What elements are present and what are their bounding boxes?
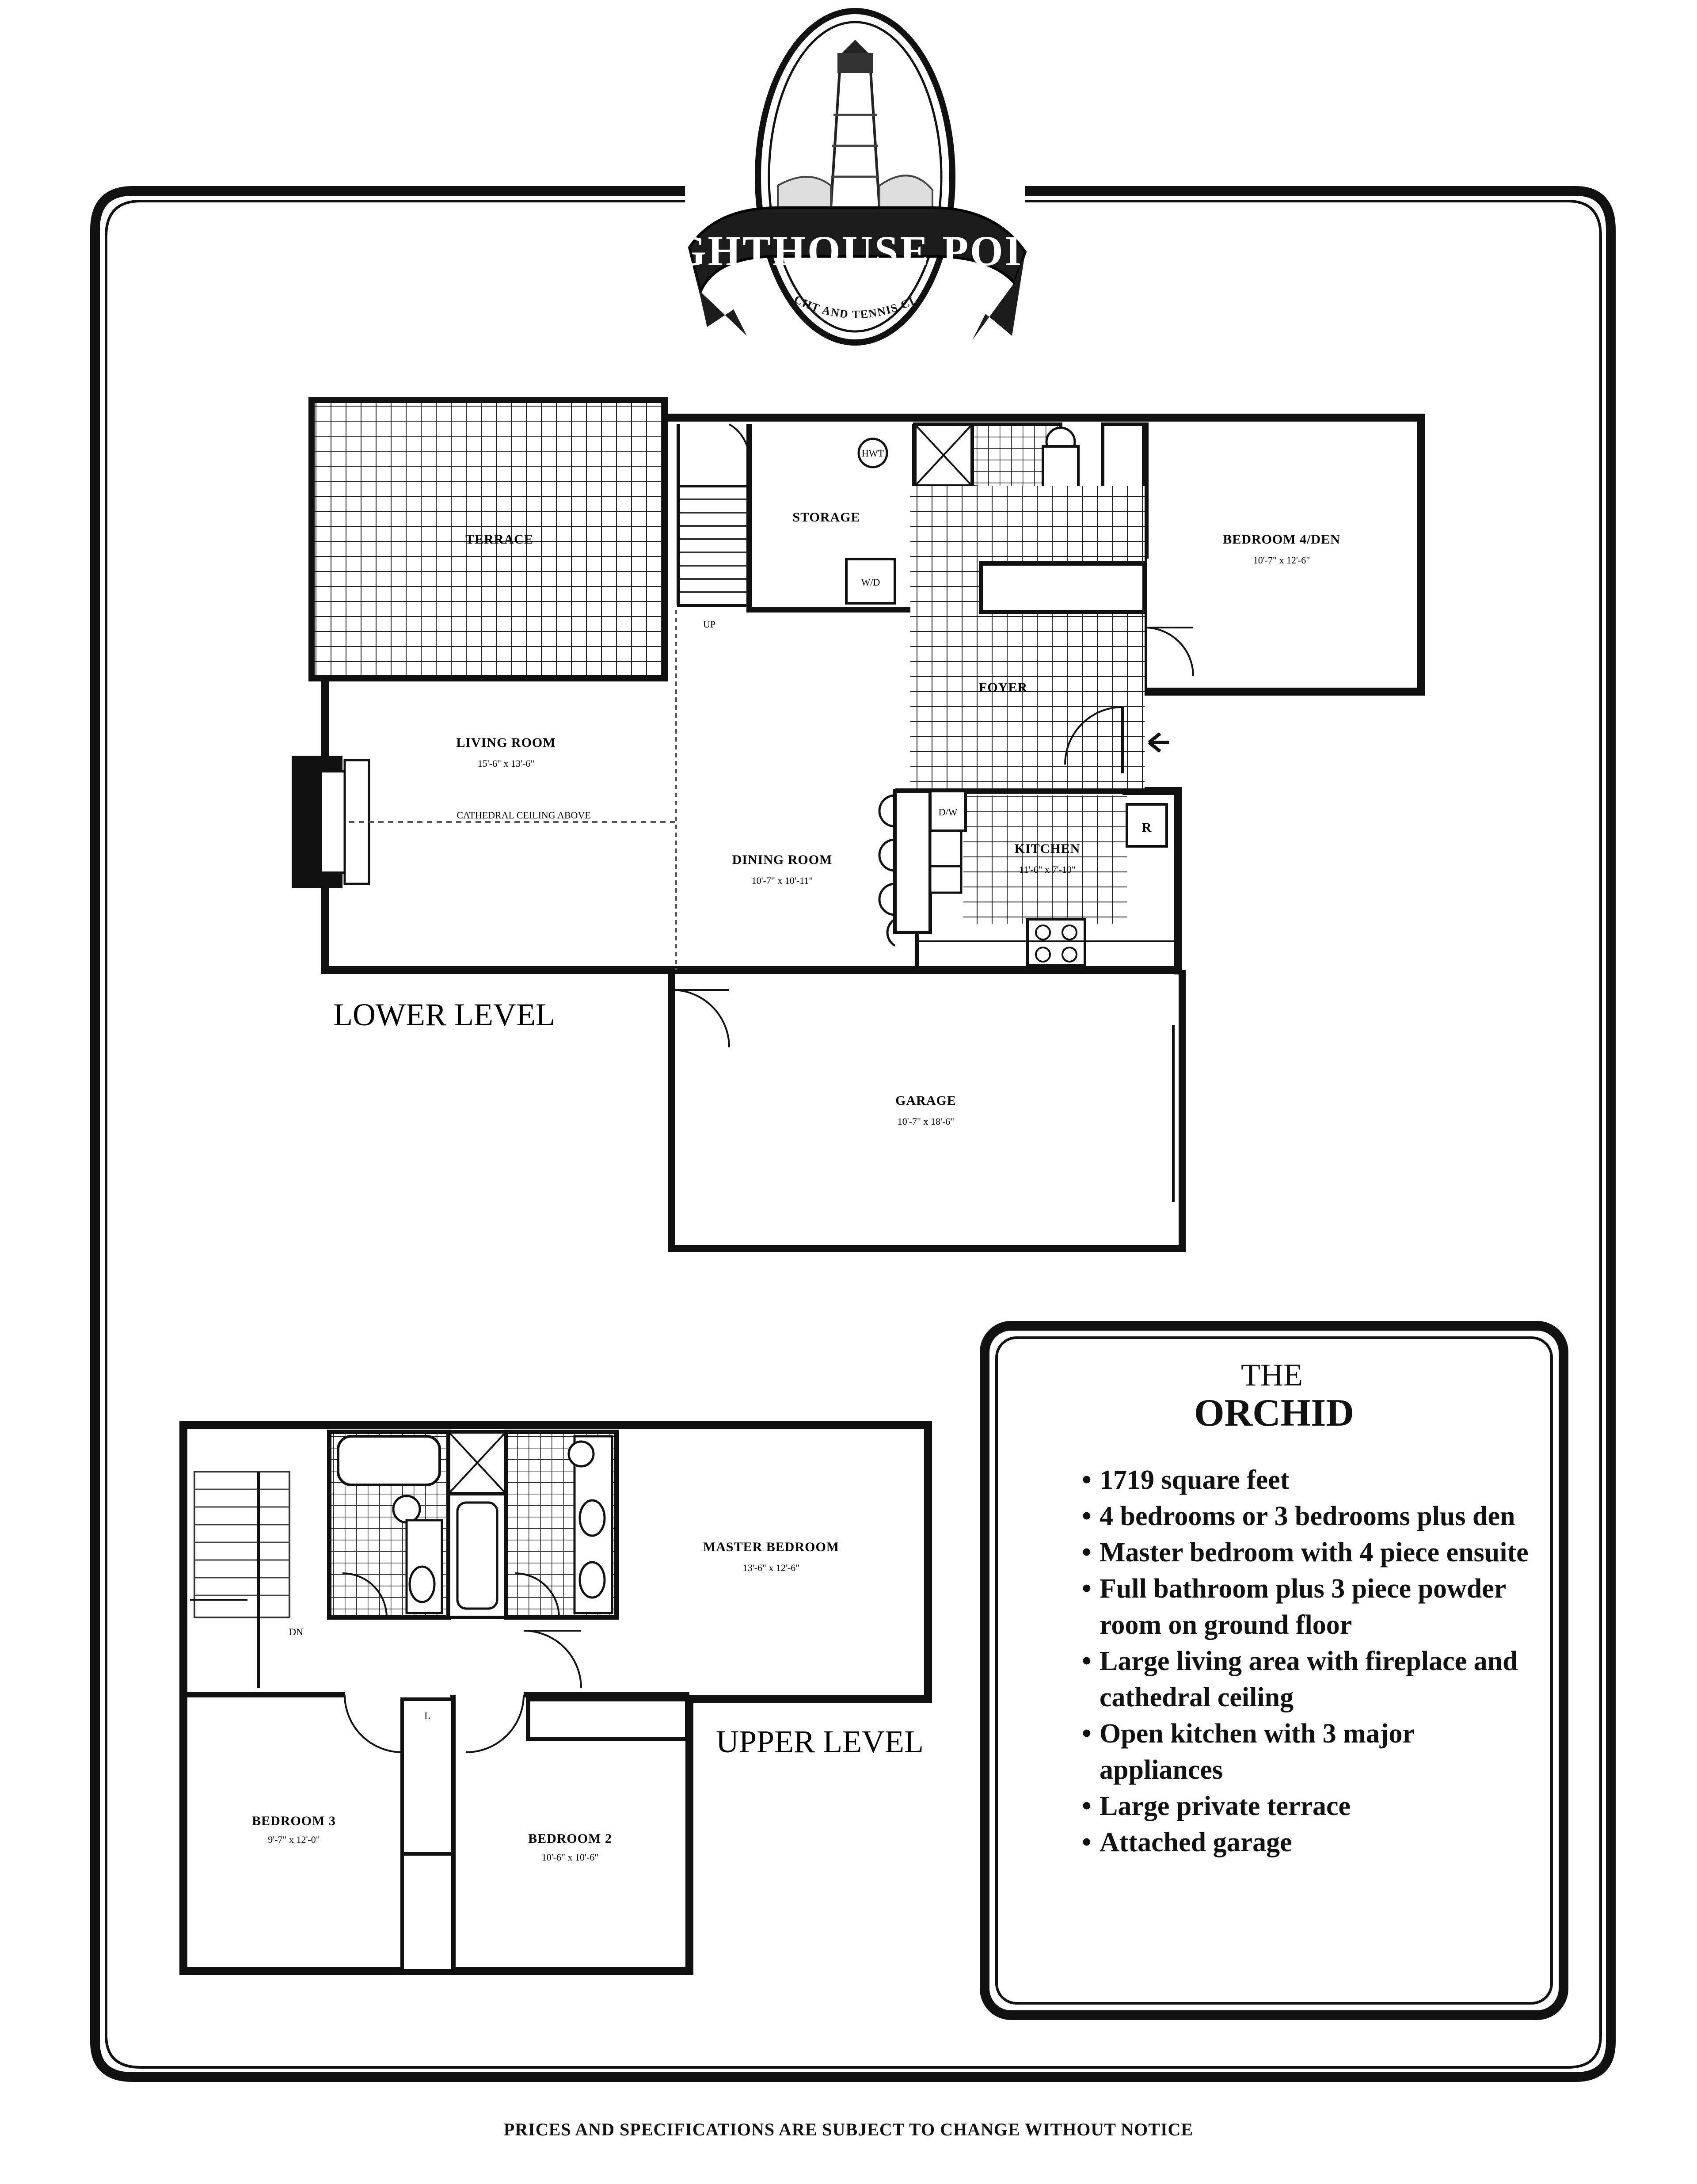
upper-level-plan: DN MASTER BEDROOM 13'-6" x 12'-6" L BEDR…: [179, 1421, 932, 1975]
refrigerator: [1126, 803, 1168, 848]
bedroom2-label: BEDROOM 2: [528, 1831, 612, 1846]
stove: [1026, 918, 1086, 967]
master-bedroom-label: MASTER BEDROOM: [703, 1540, 839, 1554]
refrigerator-label: R: [1142, 820, 1152, 835]
stairs-down-label: DN: [289, 1626, 303, 1637]
living-room-label: LIVING ROOM: [456, 735, 556, 750]
kitchen-floor: [963, 795, 1127, 924]
garage-walls: [668, 970, 1186, 1252]
features-list: 1719 square feet 4 bedrooms or 3 bedroom…: [1011, 1462, 1537, 1861]
wd-label: W/D: [861, 577, 880, 588]
bedroom3-label: BEDROOM 3: [252, 1814, 336, 1828]
feature-item: Attached garage: [1082, 1824, 1537, 1861]
dishwasher-label: D/W: [939, 807, 958, 818]
upper-level-label: UPPER LEVEL: [716, 1724, 924, 1759]
bedroom2-dimensions: 10'-6" x 10'-6": [542, 1852, 599, 1863]
kitchen-dimensions: 11'-6" x 7'-10": [1019, 864, 1076, 875]
bedroom3-dimensions: 9'-7" x 12'-0": [268, 1834, 320, 1845]
bedroom4-dimensions: 10'-7" x 12'-6": [1253, 555, 1310, 566]
stairs-up-label: UP: [703, 619, 715, 630]
features-panel-frame: [980, 1321, 1568, 2020]
living-room-dimensions: 15'-6" x 13'-6": [478, 758, 535, 769]
water-heater: [857, 438, 888, 468]
feature-item: Full bathroom plus 3 piece powder room o…: [1082, 1571, 1537, 1643]
linen-label: L: [424, 1710, 430, 1721]
feature-item: 4 bedrooms or 3 bedrooms plus den: [1082, 1498, 1537, 1534]
garage-label: GARAGE: [895, 1093, 956, 1108]
lighthouse-point-logo: LIGHTHOUSE POINT YACHT AND TENNIS CLUB: [0, 0, 1086, 346]
page-frame: [90, 186, 1616, 2082]
master-bedroom-dimensions: 13'-6" x 12'-6": [743, 1562, 800, 1573]
bathtub: [337, 1435, 441, 1486]
feature-item: 1719 square feet: [1082, 1462, 1537, 1498]
hwt-label: HWT: [862, 448, 884, 459]
feature-item: Open kitchen with 3 major appliances: [1082, 1716, 1537, 1788]
feature-item: Master bedroom with 4 piece ensuite: [1082, 1534, 1537, 1571]
ensuite-tub: [456, 1501, 498, 1610]
entry-arrow-icon: [1148, 732, 1169, 753]
storage-label: STORAGE: [792, 510, 860, 525]
feature-item: Large private terrace: [1082, 1788, 1537, 1824]
feature-item: Large living area with fireplace and cat…: [1082, 1643, 1537, 1716]
cathedral-ceiling-note: CATHEDRAL CEILING ABOVE: [457, 810, 591, 821]
dining-room-dimensions: 10'-7" x 10'-11": [752, 875, 813, 886]
lower-stairs: [677, 424, 750, 607]
dining-room-label: DINING ROOM: [732, 852, 833, 867]
foyer-floor: [910, 486, 1145, 791]
terrace-label: TERRACE: [465, 532, 533, 547]
washer-dryer: [845, 558, 896, 605]
garage-dimensions: 10'-7" x 18'-6": [898, 1116, 955, 1127]
features-panel: THE ORCHID 1719 square feet 4 bedrooms o…: [985, 1326, 1564, 2015]
lower-level-plan: TERRACE STORAGE HWT W/D BEDROOM 4/DEN 10…: [292, 397, 1425, 1252]
features-title-model: ORCHID: [1194, 1392, 1354, 1434]
kitchen-label: KITCHEN: [1015, 841, 1081, 856]
upper-stairs: [190, 1471, 290, 1688]
lower-level-label: LOWER LEVEL: [333, 997, 555, 1032]
bedroom4-label: BEDROOM 4/DEN: [1223, 532, 1340, 547]
linen-closet: [400, 1697, 455, 1856]
disclaimer-text: PRICES AND SPECIFICATIONS ARE SUBJECT TO…: [503, 2119, 1194, 2139]
foyer-label: FOYER: [979, 680, 1027, 695]
logo-title: LIGHTHOUSE POINT: [625, 227, 1086, 274]
features-title-line1: THE: [1241, 1357, 1303, 1393]
